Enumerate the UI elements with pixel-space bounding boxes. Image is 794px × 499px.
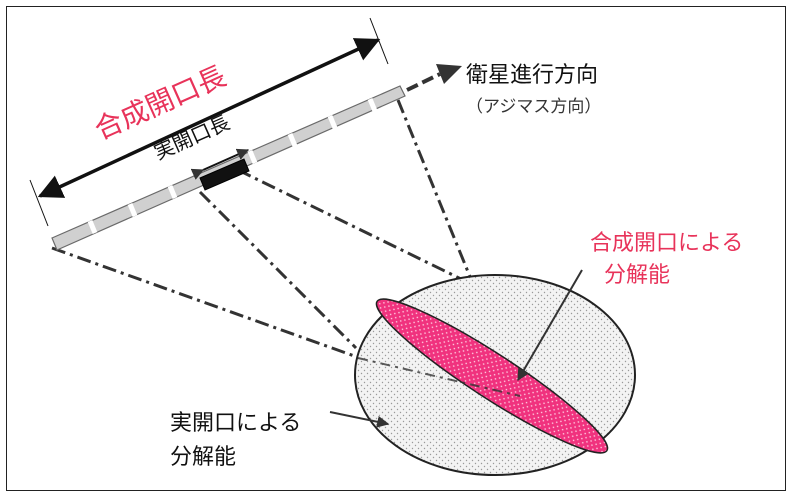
synthetic-aperture-dimension bbox=[29, 17, 389, 227]
synthetic-resolution-leader bbox=[517, 269, 583, 382]
azimuth-direction-label: （アジマス方向） bbox=[466, 97, 601, 117]
real-resolution-label-line1: 実開口による bbox=[170, 411, 301, 436]
synthetic-resolution-ellipse bbox=[375, 298, 609, 454]
synthetic-resolution-label-line1: 合成開口による bbox=[590, 231, 743, 256]
real-resolution-label-line2: 分解能 bbox=[170, 445, 236, 470]
satellite-direction-label: 衛星進行方向 bbox=[466, 63, 598, 88]
synthetic-resolution-label-line2: 分解能 bbox=[604, 263, 670, 288]
real-resolution-leader bbox=[329, 411, 390, 428]
satellite-direction-arrow bbox=[406, 64, 462, 92]
